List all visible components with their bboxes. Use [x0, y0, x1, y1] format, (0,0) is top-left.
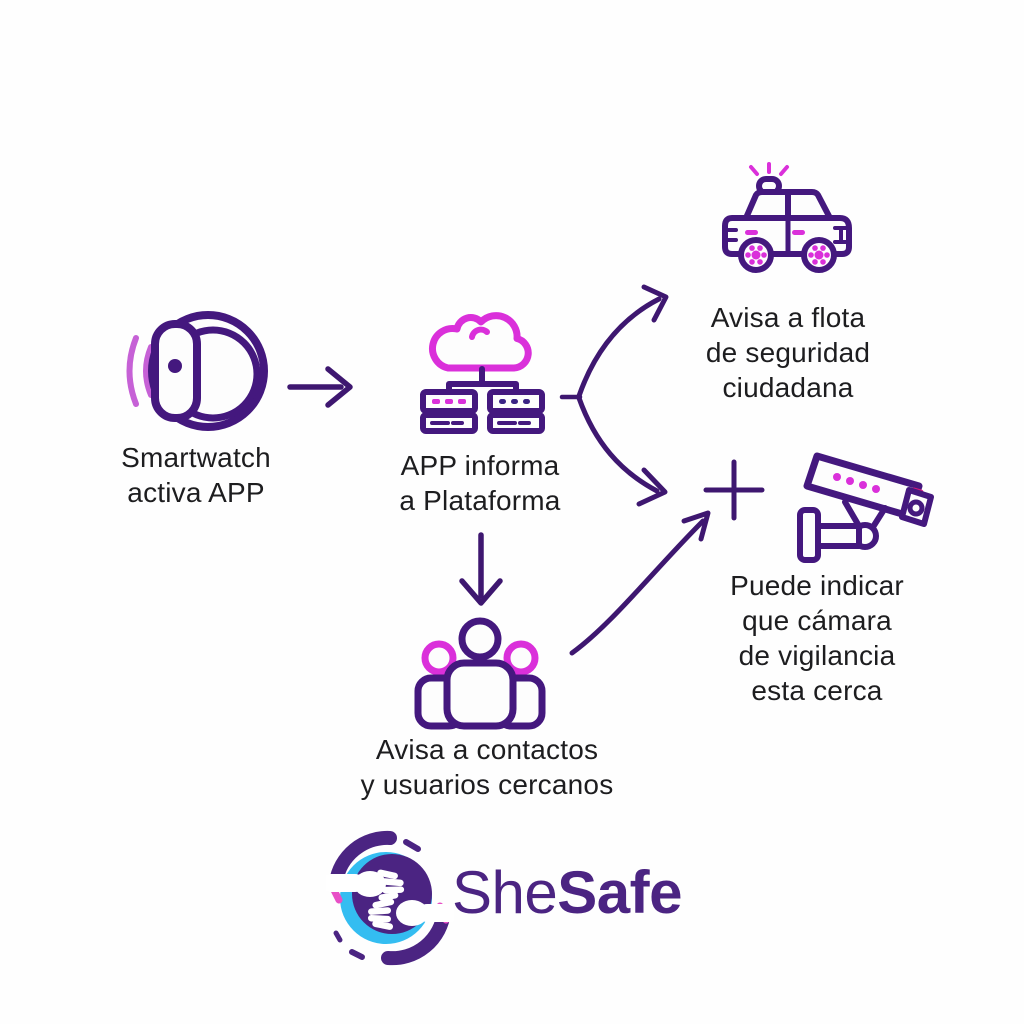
down-arrow-icon — [459, 532, 503, 606]
label-line: ciudadana — [722, 372, 854, 403]
label-line: activa APP — [127, 477, 265, 508]
cloud-server-icon — [420, 312, 545, 434]
split-curves-icon — [559, 284, 669, 507]
label-line: Smartwatch — [121, 442, 271, 473]
server-right-icon — [487, 389, 545, 434]
label-line: Avisa a flota — [710, 302, 866, 333]
label-line: de seguridad — [705, 337, 871, 368]
camera-label: Puede indicar que cámara de vigilancia e… — [697, 568, 937, 708]
platform-label: APP informa a Plataforma — [360, 448, 600, 518]
police-car-icon — [722, 162, 852, 273]
people-icon — [414, 617, 546, 730]
label-line: que cámara — [742, 605, 892, 636]
right-arrow-icon — [287, 366, 353, 408]
smartwatch-icon — [126, 311, 268, 431]
brand-name: SheSafe — [452, 858, 683, 928]
wheel-icon — [738, 237, 774, 273]
smartwatch-label: Smartwatch activa APP — [66, 440, 326, 510]
brand-name-regular: She — [452, 859, 558, 926]
label-line: a Plataforma — [399, 485, 561, 516]
label-line: Avisa a contactos — [375, 734, 599, 765]
plus-sign-icon — [703, 459, 765, 521]
cctv-camera-icon — [797, 452, 934, 563]
server-left-icon — [420, 389, 478, 434]
label-line: y usuarios cercanos — [360, 769, 614, 800]
camera-lights-icon — [833, 473, 880, 493]
label-line: APP informa — [400, 450, 560, 481]
brand-name-bold: Safe — [557, 859, 683, 926]
hand-bottom-icon — [368, 898, 454, 930]
curve-up-right-icon — [569, 510, 711, 656]
door-handle-icon — [792, 230, 805, 235]
shesafe-logo-icon — [326, 830, 454, 966]
label-line: esta cerca — [751, 675, 883, 706]
cloud-icon — [429, 312, 532, 372]
label-line: Puede indicar — [730, 570, 904, 601]
hand-top-icon — [326, 869, 405, 901]
contacts-label: Avisa a contactos y usuarios cercanos — [337, 732, 637, 802]
siren-rays-icon — [749, 162, 789, 176]
label-line: de vigilancia — [738, 640, 896, 671]
wheel-icon — [801, 237, 837, 273]
fleet-label: Avisa a flota de seguridad ciudadana — [658, 300, 918, 405]
door-handle-icon — [745, 230, 758, 235]
